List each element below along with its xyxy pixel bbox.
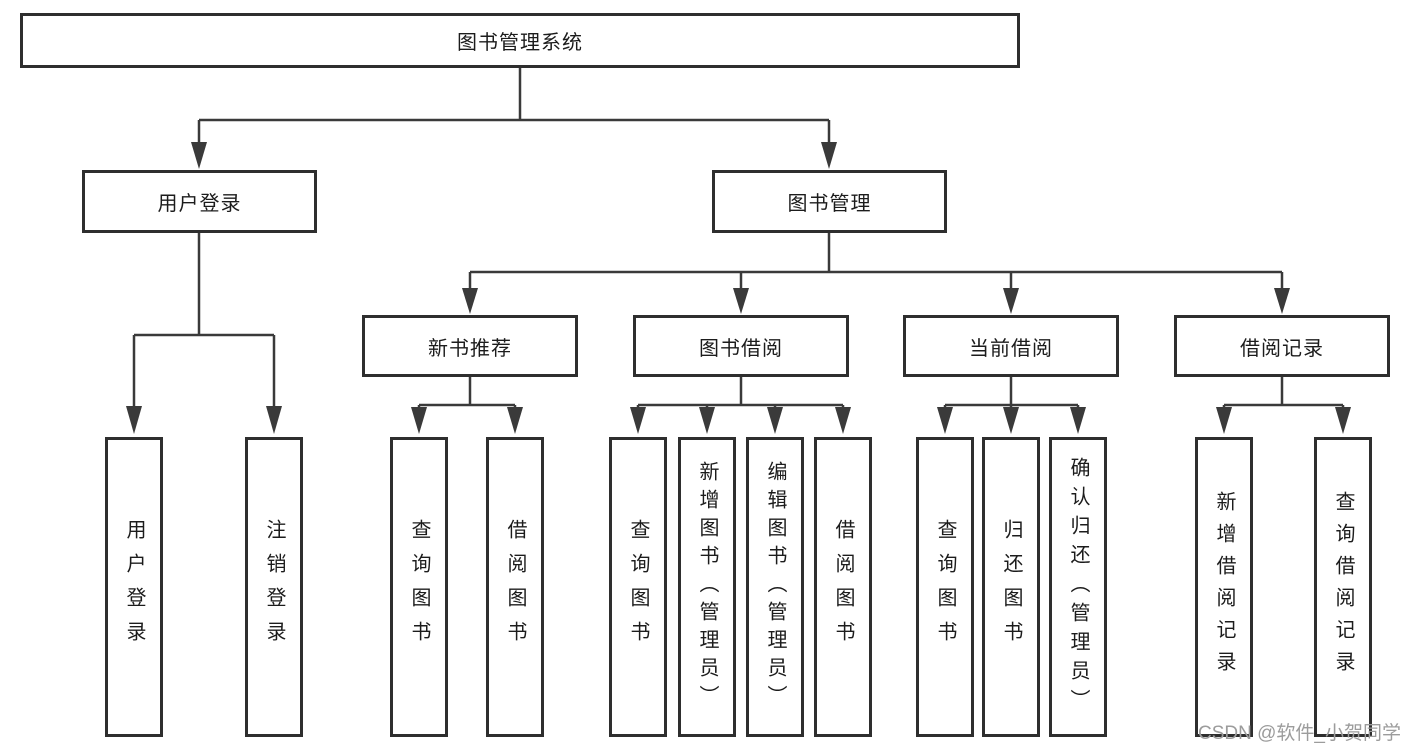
- leaf-confirm-return-admin-label: 确认归还（管理员）: [1067, 456, 1089, 718]
- node-borrow-record-label: 借阅记录: [1240, 337, 1324, 360]
- leaf-add-books-admin: 新增图书（管理员）: [678, 437, 736, 737]
- node-book-management: 图书管理: [712, 170, 947, 233]
- leaf-edit-books-admin-label: 编辑图书（管理员）: [764, 461, 786, 713]
- node-user-login: 用户登录: [82, 170, 317, 233]
- leaf-query-books-2: 查询图书: [609, 437, 667, 737]
- leaf-logout: 注销登录: [245, 437, 303, 737]
- csdn-watermark: CSDN @软件_小贺同学: [1198, 723, 1401, 744]
- node-book-management-label: 图书管理: [787, 193, 872, 215]
- arrowheads: [126, 142, 1351, 434]
- node-user-login-label: 用户登录: [157, 193, 242, 215]
- leaf-add-borrow-record-label: 新增借阅记录: [1213, 491, 1235, 683]
- leaf-logout-label: 注销登录: [263, 519, 285, 655]
- leaf-user-login-label: 用户登录: [123, 519, 145, 655]
- leaf-borrow-books-1-label: 借阅图书: [504, 519, 526, 655]
- node-root-label: 图书管理系统: [457, 32, 583, 54]
- leaf-borrow-books-2-label: 借阅图书: [832, 519, 854, 655]
- leaf-confirm-return-admin: 确认归还（管理员）: [1049, 437, 1107, 737]
- leaf-user-login: 用户登录: [105, 437, 163, 737]
- node-book-borrow: 图书借阅: [633, 315, 849, 377]
- leaf-borrow-books-2: 借阅图书: [814, 437, 872, 737]
- leaf-query-books-3: 查询图书: [916, 437, 974, 737]
- leaf-edit-books-admin: 编辑图书（管理员）: [746, 437, 804, 737]
- node-new-book-recommend-label: 新书推荐: [428, 337, 512, 360]
- leaf-borrow-books-1: 借阅图书: [486, 437, 544, 737]
- leaf-return-books-label: 归还图书: [1000, 519, 1022, 655]
- leaf-return-books: 归还图书: [982, 437, 1040, 737]
- node-current-borrow: 当前借阅: [903, 315, 1119, 377]
- leaf-query-books-1: 查询图书: [390, 437, 448, 737]
- node-borrow-record: 借阅记录: [1174, 315, 1390, 377]
- leaf-add-borrow-record: 新增借阅记录: [1195, 437, 1253, 737]
- node-current-borrow-label: 当前借阅: [969, 337, 1053, 360]
- leaf-query-borrow-record-label: 查询借阅记录: [1332, 491, 1354, 683]
- leaf-query-books-2-label: 查询图书: [627, 519, 649, 655]
- leaf-query-borrow-record: 查询借阅记录: [1314, 437, 1372, 737]
- leaf-query-books-1-label: 查询图书: [408, 519, 430, 655]
- leaf-query-books-3-label: 查询图书: [934, 519, 956, 655]
- node-root: 图书管理系统: [20, 13, 1020, 68]
- leaf-add-books-admin-label: 新增图书（管理员）: [696, 461, 718, 713]
- node-book-borrow-label: 图书借阅: [699, 337, 783, 360]
- node-new-book-recommend: 新书推荐: [362, 315, 578, 377]
